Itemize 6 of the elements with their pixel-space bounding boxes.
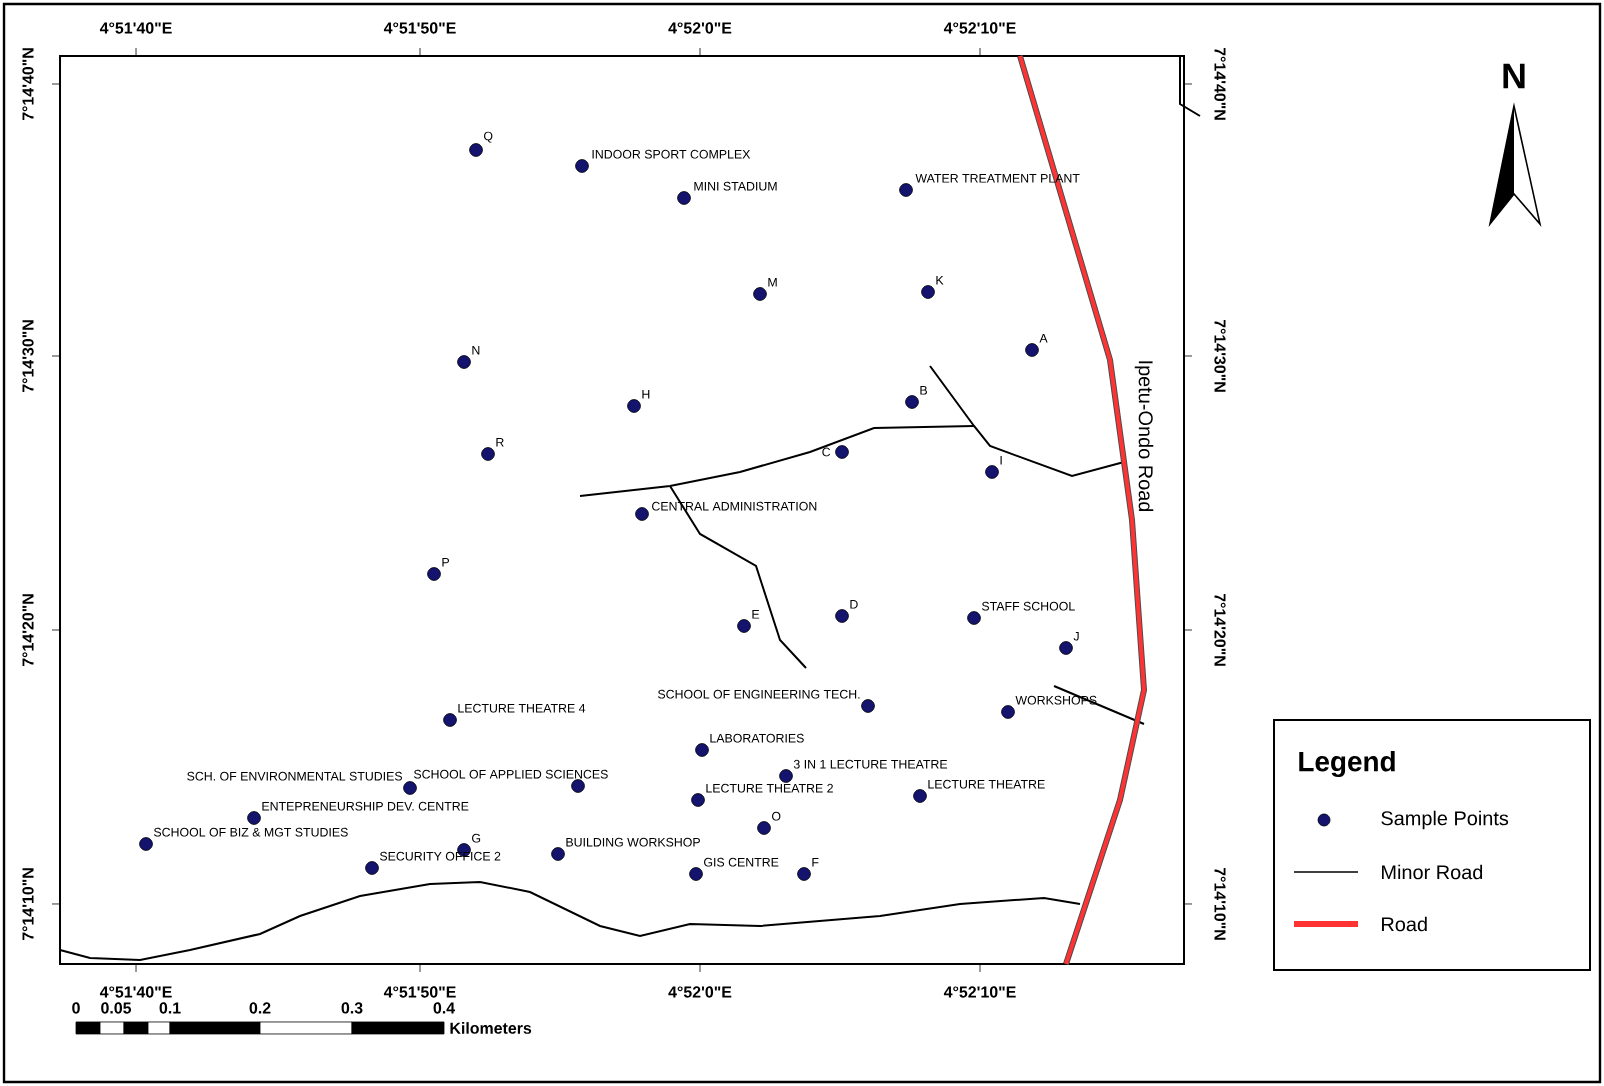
legend-text: Sample Points <box>1381 810 1509 830</box>
legend-text: Minor Road <box>1382 864 1483 880</box>
legend-title: Legend <box>1299 750 1395 778</box>
north-label: N <box>1503 63 1525 89</box>
road-label: Ipetu-Ondo Road <box>1134 361 1154 512</box>
legend-text: Road <box>1382 916 1427 932</box>
